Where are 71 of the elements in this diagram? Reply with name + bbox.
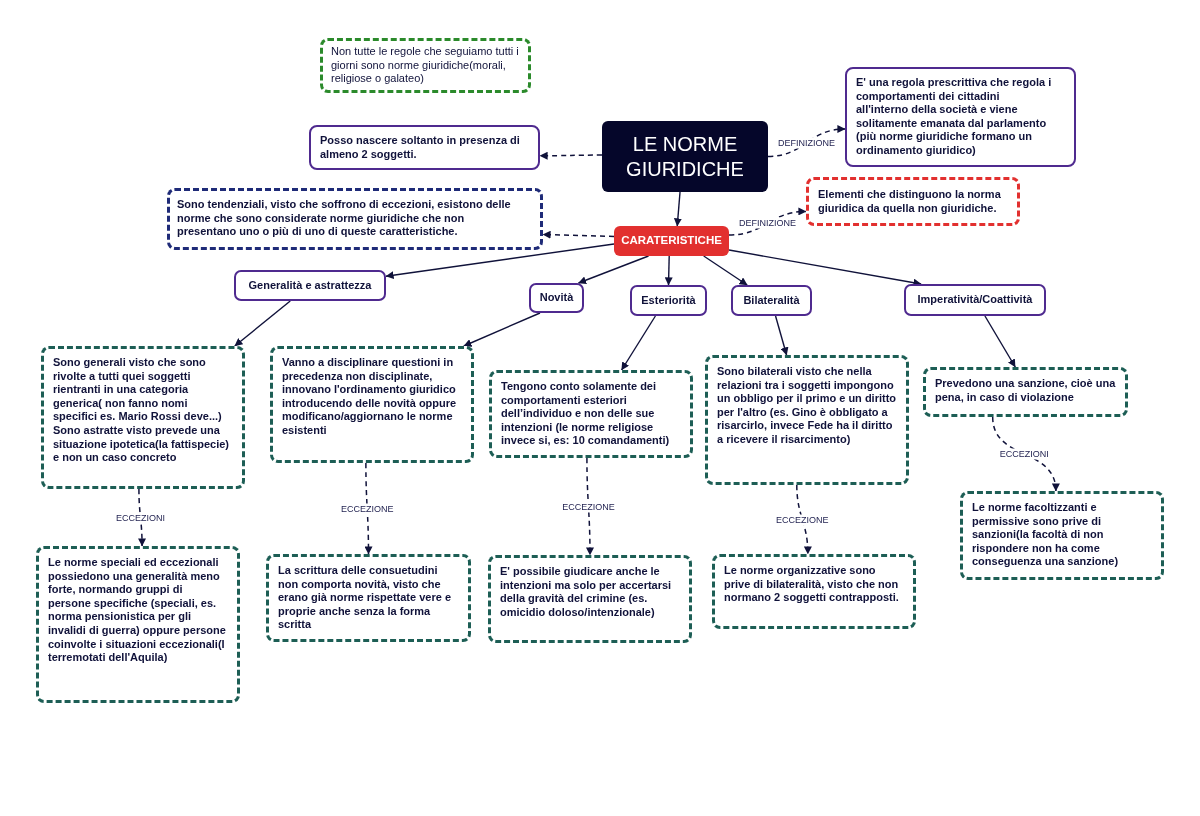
node-text: E' una regola prescrittiva che regola i comportamenti dei cittadini all'interno della società e viene solitamente emanata dal parlamento (più norme giuridiche formano un ordinamento giuridico) (856, 76, 1052, 158)
node-text: E' possibile giudicare anche le intenzioni ma solo per accertarsi della gravità del crimine (es. omicidio doloso/intenzionale) (500, 565, 673, 620)
arrow (774, 315, 789, 356)
node-text: Sono generali visto che sono rivolte a tutti quei soggetti rientranti in una categoria generica( non fanno nomi specifici es. Mario Rossi deve...) Sono astratte visto prevede una situazione ipotetica(la fattispecie) e non un caso concreto (53, 356, 231, 465)
node-text: Le norme speciali ed eccezionali possiedono una generalità meno forte, normando gruppi di persone specifiche (speciali, es. norma pensionistica per gli invalidi di guerra) oppure persone coinvolte i situazioni eccezionali(I terremotati dell'Aquila) (48, 556, 227, 665)
exception-box (712, 554, 916, 629)
note-box (806, 177, 1020, 227)
node-text: Sono tendenziali, visto che soffrono di eccezioni, esistono delle norme che sono considerate norme giuridiche che non presentano uno o più di uno di queste caratteristiche. (177, 198, 512, 239)
node-text: Elementi che distinguono la norma giuridica da quella non giuridiche. (818, 188, 1002, 216)
central-topic-box (602, 121, 768, 192)
subtopic-box (234, 270, 386, 301)
detail-box (489, 370, 693, 458)
topic-box (845, 67, 1076, 167)
exception-box (266, 554, 471, 642)
arrow (728, 249, 922, 287)
dashed-arrow (991, 416, 1059, 492)
subtopic-box (731, 285, 812, 316)
detail-box (41, 346, 245, 489)
dashed-arrow (796, 484, 812, 555)
arrow (984, 315, 1016, 368)
arrow (234, 300, 291, 347)
arrow (385, 243, 615, 280)
dashed-arrow (138, 488, 146, 547)
node-text: Imperatività/Coattività (917, 293, 1033, 307)
edge-label: DEFINIZIONE (776, 137, 837, 149)
node-text: Novità (539, 291, 574, 305)
edge-label: DEFINIZIONE (737, 217, 798, 229)
dashed-arrow (767, 125, 846, 158)
node-text: Generalità e astrattezza (248, 278, 372, 293)
dashed-arrow (728, 207, 807, 236)
main-topic-box (614, 226, 729, 256)
subtopic-box (904, 284, 1046, 316)
subtopic-box (529, 283, 584, 313)
node-text: Posso nascere soltanto in presenza di almeno 2 soggetti. (320, 134, 521, 162)
node-text: LE NORME GIURIDICHE (625, 132, 745, 181)
exception-box (36, 546, 240, 703)
edge-label: ECCEZIONI (997, 448, 1051, 460)
dashed-arrow (585, 457, 594, 556)
node-text: Bilateralità (743, 293, 800, 308)
dashed-arrow (364, 462, 373, 555)
edge-label: ECCEZIONE (560, 501, 617, 512)
edge-label: ECCEZIONE (774, 514, 831, 525)
arrow (664, 255, 673, 286)
dashed-arrow (542, 230, 615, 239)
note-box (167, 188, 543, 250)
dashed-arrow (539, 151, 603, 160)
node-text: Le norme facoltizzanti e permissive sono prive di sanzioni(la facoltà di non rispondere non ha come conseguenza una sanzione) (972, 501, 1120, 569)
node-text: Esteriorità (641, 293, 696, 308)
exception-box (960, 491, 1164, 580)
node-text: La scrittura delle consuetudini non comporta novità, visto che erano già norme rispettate vere e proprie anche senza la forma scritta (278, 564, 452, 632)
detail-box (923, 367, 1128, 417)
topic-box (309, 125, 540, 171)
subtopic-box (630, 285, 707, 316)
arrow (463, 312, 541, 347)
node-text: Sono bilaterali visto che nella relazioni tra i soggetti impongono un obbligo per il primo e un diritto per l'altro (es. Gino è obbligato a risarcirlo, invece Fede ha il diritto a ricevere il risarcimento) (717, 365, 897, 447)
arrow (620, 315, 657, 371)
arrow (577, 255, 650, 284)
edge-label: ECCEZIONE (338, 503, 396, 514)
edge-label: ECCEZIONI (114, 512, 167, 523)
arrow (673, 191, 682, 227)
arrow (703, 255, 748, 286)
node-text: Prevedono una sanzione, cioè una pena, in caso di violazione (935, 377, 1116, 405)
exception-box (488, 555, 692, 643)
node-text: Tengono conto solamente dei comportamenti esteriori dell’individuo e non delle sue intenzioni (le norme religiose invece si, es: 10 comandamenti) (501, 380, 671, 448)
node-text: Le norme organizzative sono prive di bilateralità, visto che non normano 2 soggetti contrapposti. (724, 564, 900, 605)
note-box (320, 38, 531, 93)
detail-box (705, 355, 909, 485)
node-text: CARATERISTICHE (621, 234, 722, 248)
node-text: Vanno a disciplinare questioni in precedenza non disciplinate, innovano l'ordinamento giuridico introducendo delle novità oppure modificano/aggiornano le norme esistenti (282, 356, 458, 438)
detail-box (270, 346, 474, 463)
node-text: Non tutte le regole che seguiamo tutti i giorni sono norme giuridiche(morali, religiose o galateo) (331, 45, 520, 86)
